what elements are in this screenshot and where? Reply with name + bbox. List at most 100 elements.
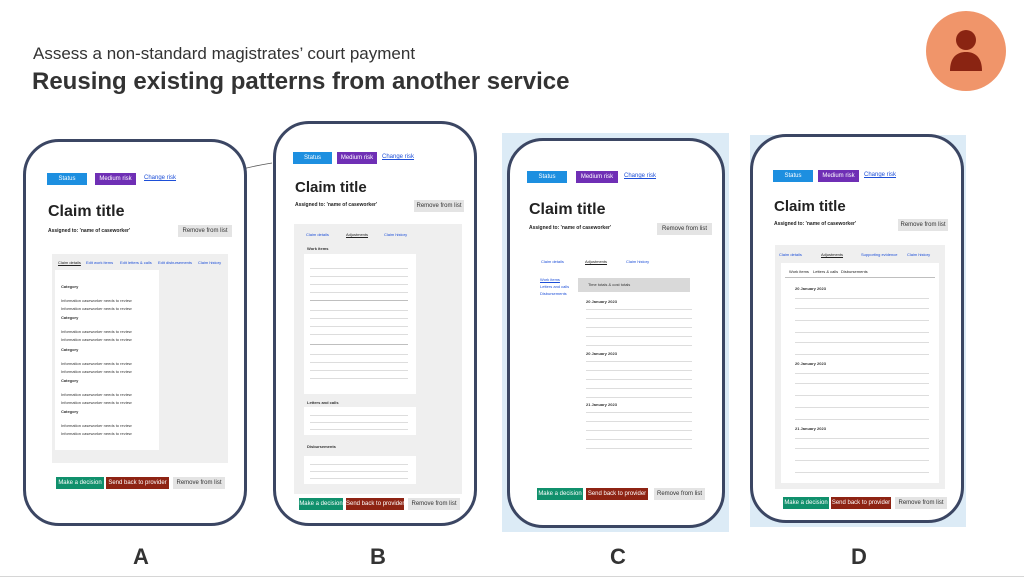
assigned-to: Assigned to: 'name of caseworker' [295,202,378,208]
tab-adjustments[interactable]: Adjustments [585,259,608,264]
tab-edit-letters-calls[interactable]: Edit letters & calls [120,260,152,265]
info-line: Information caseworker needs to review [61,400,132,405]
totals-bar: Time totals & cost totals [578,278,690,292]
mockup-b-label: B [370,544,386,569]
assigned-to: Assigned to: 'name of caseworker' [529,225,612,231]
date-heading: 20 January 2023 [795,361,826,366]
tab-claim-details[interactable]: Claim details [58,260,81,265]
send-back-button[interactable]: Send back to provider [346,498,404,510]
section-heading: Letters and calls [307,400,339,405]
assigned-to: Assigned to: 'name of caseworker' [48,228,131,234]
tab-claim-history[interactable]: Claim history [384,232,408,237]
slide-subtitle: Assess a non-standard magistrates’ court… [33,44,416,63]
info-line: Information caseworker needs to review [61,423,132,428]
status-tag: Status [293,152,332,164]
section-heading: Disbursements [307,444,336,449]
disbursements-card [304,456,416,484]
avatar [926,11,1006,91]
date-heading: 20 January 2023 [586,299,617,304]
remove-from-list-button[interactable]: Remove from list [408,498,460,510]
assigned-to: Assigned to: 'name of caseworker' [774,221,857,227]
send-back-button[interactable]: Send back to provider [831,497,891,509]
category-heading: Category [61,347,79,352]
send-back-button[interactable]: Send back to provider [586,488,648,500]
claim-panel: Claim details Adjustments Claim history … [294,224,462,494]
info-line: Information caseworker needs to review [61,329,132,334]
remove-from-list-button[interactable]: Remove from list [657,223,712,235]
tab-claim-history[interactable]: Claim history [907,252,931,257]
change-risk-link[interactable]: Change risk [624,173,657,179]
tab-claim-history[interactable]: Claim history [198,260,222,265]
category-heading: Category [61,284,79,289]
risk-tag: Medium risk [576,171,618,183]
mockup-a: Status Medium risk Change risk Claim tit… [23,139,247,526]
remove-from-list-button[interactable]: Remove from list [178,225,232,237]
tab-supporting-evidence[interactable]: Supporting evidence [861,252,898,257]
mockup-a-label: A [133,544,149,569]
claim-title: Claim title [48,203,125,220]
sidenav-letters-calls[interactable]: Letters and calls [540,284,570,289]
category-heading: Category [61,315,79,320]
send-back-button[interactable]: Send back to provider [106,477,169,489]
status-tag: Status [47,173,87,185]
info-line: Information caseworker needs to review [61,392,132,397]
tab-edit-disbursements[interactable]: Edit disbursements [158,260,193,265]
claim-details-card: Category Information caseworker needs to… [55,270,159,450]
mockup-d: Status Medium risk Change risk Claim tit… [750,134,964,523]
change-risk-link[interactable]: Change risk [382,154,415,160]
change-risk-link[interactable]: Change risk [864,172,897,178]
remove-from-list-button[interactable]: Remove from list [898,219,948,231]
remove-from-list-button[interactable]: Remove from list [414,200,464,212]
risk-tag: Medium risk [95,173,136,185]
user-icon [950,30,982,71]
totals-bar-text: Time totals & cost totals [588,282,631,287]
info-line: Information caseworker needs to review [61,306,132,311]
claim-title: Claim title [774,198,846,215]
subtab-letters-calls[interactable]: Letters & calls [813,269,839,274]
work-items-card [304,254,416,394]
mockup-c-label: C [610,544,626,569]
make-decision-button[interactable]: Make a decision [537,488,583,500]
mockup-c: Status Medium risk Change risk Claim tit… [507,138,725,528]
sidenav-work-items[interactable]: Work items [540,277,560,282]
date-heading: 21 January 2023 [586,402,617,407]
info-line: Information caseworker needs to review [61,361,132,366]
remove-from-list-button[interactable]: Remove from list [895,497,947,509]
tab-claim-details[interactable]: Claim details [541,259,564,264]
tab-claim-details[interactable]: Claim details [779,252,802,257]
tab-adjustments[interactable]: Adjustments [346,232,369,237]
remove-from-list-button[interactable]: Remove from list [654,488,705,500]
mockup-b: Status Medium risk Change risk Claim tit… [273,121,477,526]
tab-edit-work-items[interactable]: Edit work items [86,260,114,265]
tab-adjustments[interactable]: Adjustments [821,252,844,257]
info-line: Information caseworker needs to review [61,431,132,436]
date-heading: 20 January 2023 [586,351,617,356]
make-decision-button[interactable]: Make a decision [783,497,829,509]
slide-title: Reusing existing patterns from another s… [32,68,570,95]
date-heading: 21 January 2023 [795,426,826,431]
sidenav-disbursements[interactable]: Disbursements [540,291,567,296]
make-decision-button[interactable]: Make a decision [299,498,343,510]
change-risk-link[interactable]: Change risk [144,175,177,181]
claim-panel: Claim details Edit work items Edit lette… [52,254,228,463]
category-heading: Category [61,409,79,414]
risk-tag: Medium risk [818,170,859,182]
tab-claim-history[interactable]: Claim history [626,259,650,264]
make-decision-button[interactable]: Make a decision [56,477,104,489]
section-heading: Work items [307,246,329,251]
remove-from-list-button[interactable]: Remove from list [173,477,225,489]
status-tag: Status [773,170,813,182]
info-line: Information caseworker needs to review [61,369,132,374]
adjustments-card: Work items Letters & calls Disbursements… [781,263,939,483]
risk-tag: Medium risk [337,152,377,164]
subtab-disbursements[interactable]: Disbursements [841,269,868,274]
date-heading: 20 January 2023 [795,286,826,291]
subtab-work-items[interactable]: Work items [789,269,809,274]
claim-title: Claim title [295,179,367,196]
status-tag: Status [527,171,567,183]
info-line: Information caseworker needs to review [61,298,132,303]
tab-claim-details[interactable]: Claim details [306,232,329,237]
claim-panel: Claim details Adjustments Supporting evi… [775,245,945,489]
mockup-d-label: D [851,544,867,569]
